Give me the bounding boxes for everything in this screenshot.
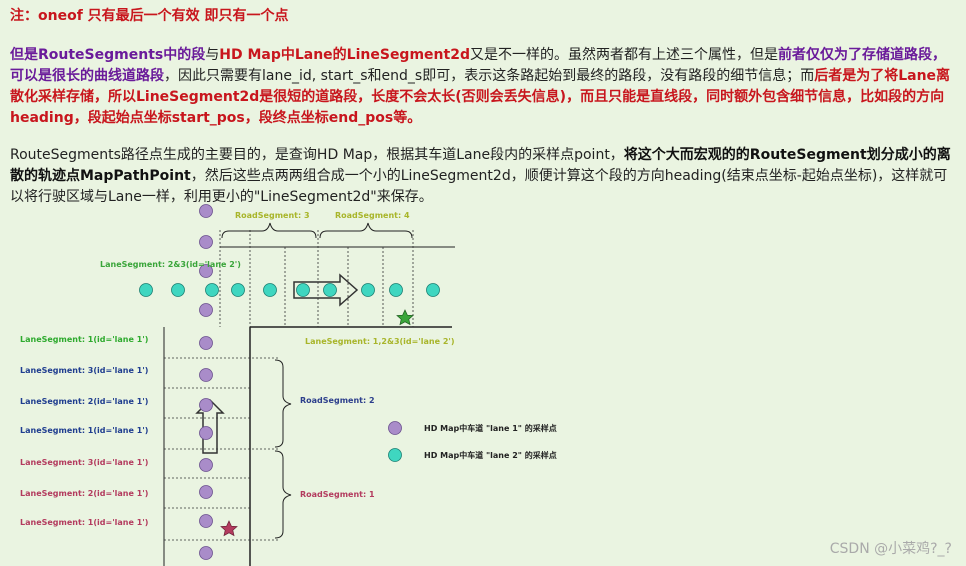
arrow-right-icon <box>293 273 359 307</box>
text-fragment: 又是不一样的。虽然两者都有上述三个属性，但是 <box>469 47 778 63</box>
arrow-up-icon <box>195 398 225 454</box>
horizontal-dividers <box>219 230 414 327</box>
hd-map-term: HD Map中Lane的LineSegment2d <box>219 47 470 63</box>
left-lane-seg-label: LaneSegment: 1(id='lane 1') <box>20 426 148 435</box>
star-icon <box>220 520 238 537</box>
legend-lane2-label: HD Map中车道 "lane 2" 的采样点 <box>424 450 557 460</box>
lane2-points <box>139 283 440 297</box>
left-lane-seg-label: LaneSegment: 3(id='lane 1') <box>20 366 148 375</box>
lane-seg-top-label: LaneSegment: 2&3(id='lane 2') <box>100 260 241 269</box>
left-lane-seg-label: LaneSegment: 1(id='lane 1') <box>20 518 148 527</box>
left-label-group: LaneSegment: 1(id='lane 1') LaneSegment: … <box>20 335 148 527</box>
lane-segment-diagram: RoadSegment: 3 RoadSegment: 4 LaneSegmen… <box>20 204 557 566</box>
paragraph-purpose: RouteSegments路径点生成的主要目的，是查询HD Map，根据其车道L… <box>10 145 956 208</box>
bold-emphasis: 将这个大而宏观的的RouteSegment划分成小的离散的轨迹点MapPathP… <box>10 147 951 184</box>
road-seg-4-label: RoadSegment: 4 <box>335 211 410 220</box>
left-lane-seg-label: LaneSegment: 2(id='lane 1') <box>20 397 148 406</box>
road-seg-3-label: RoadSegment: 3 <box>235 211 310 220</box>
text-fragment: ，因此只需要有lane_id, start_s和end_s即可，表示这条路起始到… <box>164 68 815 84</box>
road-seg-1-label: RoadSegment: 1 <box>300 490 375 499</box>
left-lane-seg-label: LaneSegment: 3(id='lane 1') <box>20 458 148 467</box>
watermark: CSDN @小菜鸡?_? <box>829 541 952 557</box>
former-explanation: 前者仅仅为了存储道路段，可以是很长的曲线道路段 <box>10 47 946 84</box>
lane1-points <box>199 204 213 560</box>
star-icon <box>396 309 414 326</box>
road-seg-2-label: RoadSegment: 2 <box>300 396 375 405</box>
left-lane-seg-label: LaneSegment: 2(id='lane 1') <box>20 489 148 498</box>
lane-seg-right-label: LaneSegment: 1,2&3(id='lane 2') <box>305 337 455 346</box>
text-fragment: RouteSegments路径点生成的主要目的，是查询HD Map，根据其车道L… <box>10 147 624 163</box>
brace-road-seg-4 <box>319 222 413 239</box>
legend-lane2-marker <box>388 448 402 462</box>
text-fragment: ，然后这些点两两组合成一个小的LineSegment2d，顺便计算这个段的方向h… <box>10 168 948 205</box>
text-fragment: 与 <box>205 47 220 63</box>
legend-lane1-label: HD Map中车道 "lane 1" 的采样点 <box>424 423 557 433</box>
brace-road-seg-3 <box>221 222 317 239</box>
vertical-dividers <box>164 357 280 541</box>
left-lane-seg-label: LaneSegment: 1(id='lane 1') <box>20 335 148 344</box>
brace-road-seg-2 <box>274 359 292 448</box>
paragraph-segments-comparison: 但是RouteSegments中的段与HD Map中Lane的LineSegme… <box>10 45 956 129</box>
latter-explanation: 后者是为了将Lane离散化采样存储，所以LineSegment2d是很短的道路段… <box>10 68 951 126</box>
note-line: 注：oneof 只有最后一个有效 即只有一个点 <box>10 8 289 24</box>
brace-road-seg-1 <box>274 450 292 539</box>
legend-lane1-marker <box>388 421 402 435</box>
route-segments-term: 但是RouteSegments中的段 <box>10 47 206 63</box>
